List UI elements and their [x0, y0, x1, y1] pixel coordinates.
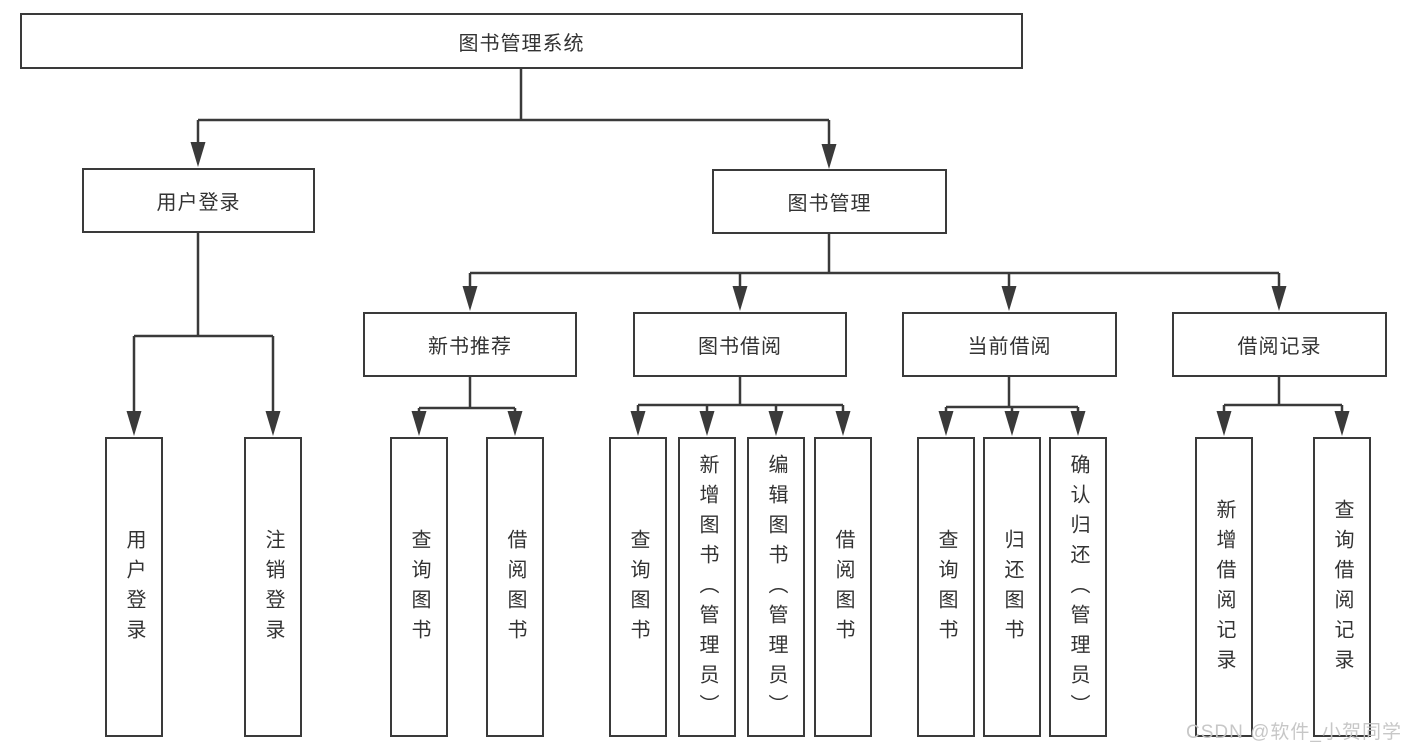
connector-currentborrow-to-leaves [938, 377, 1086, 436]
arrow-down-icon [821, 144, 837, 169]
arrow-down-icon [630, 411, 646, 436]
arrow-down-icon [462, 286, 478, 311]
node-book-borrow: 图书借阅 [633, 312, 847, 377]
leaf-query-books-borrow: 查询图书 [609, 437, 667, 737]
arrow-down-icon [1001, 286, 1017, 311]
connector-userlogin-to-leaves [126, 233, 281, 436]
node-library-management-system: 图书管理系统 [20, 13, 1023, 69]
arrow-down-icon [1070, 411, 1086, 436]
arrow-down-icon [938, 411, 954, 436]
leaf-return-books: 归还图书 [983, 437, 1041, 737]
leaf-query-borrow-record: 查询借阅记录 [1313, 437, 1371, 737]
node-current-borrow: 当前借阅 [902, 312, 1117, 377]
leaf-borrow-books-recommend: 借阅图书 [486, 437, 544, 737]
node-book-management: 图书管理 [712, 169, 947, 234]
leaf-add-books-admin: 新增图书（管理员） [678, 437, 736, 737]
node-borrow-record: 借阅记录 [1172, 312, 1387, 377]
leaf-edit-books-admin: 编辑图书（管理员） [747, 437, 805, 737]
arrow-down-icon [732, 286, 748, 311]
arrow-down-icon [1271, 286, 1287, 311]
arrow-down-icon [1334, 411, 1350, 436]
connector-borrowrecord-to-leaves [1216, 377, 1350, 436]
arrow-down-icon [507, 411, 523, 436]
arrow-down-icon [190, 142, 206, 167]
watermark-text: CSDN @软件_小贺同学 [1186, 722, 1402, 743]
arrow-down-icon [265, 411, 281, 436]
leaf-query-books-recommend: 查询图书 [390, 437, 448, 737]
connector-bookborrow-to-leaves [630, 377, 851, 436]
node-new-book-recommend: 新书推荐 [363, 312, 577, 377]
leaf-logout: 注销登录 [244, 437, 302, 737]
connector-root-to-level2 [190, 69, 837, 169]
leaf-confirm-return-admin: 确认归还（管理员） [1049, 437, 1107, 737]
arrow-down-icon [1216, 411, 1232, 436]
leaf-query-books-current: 查询图书 [917, 437, 975, 737]
leaf-borrow-books: 借阅图书 [814, 437, 872, 737]
arrow-down-icon [1004, 411, 1020, 436]
arrow-down-icon [768, 411, 784, 436]
arrow-down-icon [126, 411, 142, 436]
node-user-login: 用户登录 [82, 168, 315, 233]
arrow-down-icon [699, 411, 715, 436]
leaf-user-login: 用户登录 [105, 437, 163, 737]
connector-newbookrec-to-leaves [411, 377, 523, 436]
leaf-add-borrow-record: 新增借阅记录 [1195, 437, 1253, 737]
arrow-down-icon [835, 411, 851, 436]
arrow-down-icon [411, 411, 427, 436]
connector-bookmgmt-to-sections [462, 234, 1287, 311]
